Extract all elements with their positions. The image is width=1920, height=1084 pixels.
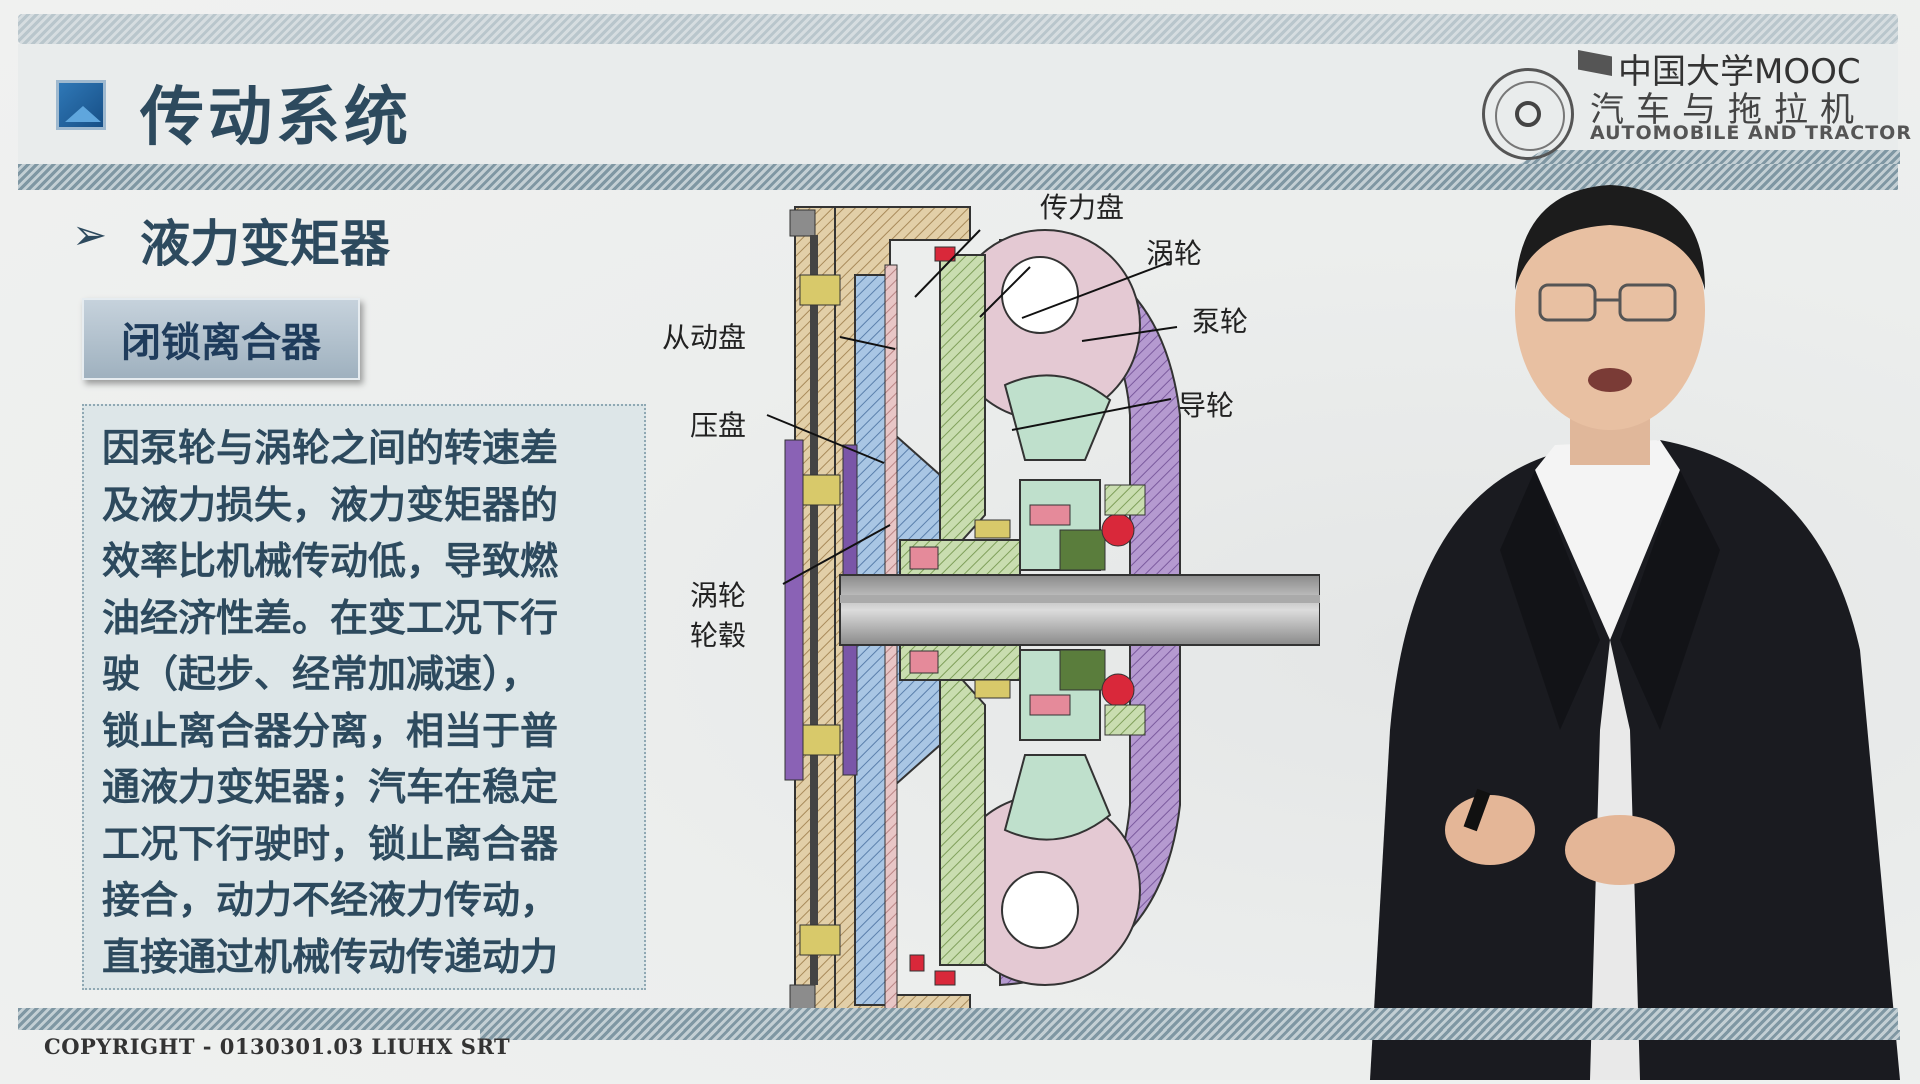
top-decor-band [18,14,1898,44]
presenter-video [1300,170,1920,1080]
label-congdongpan: 从动盘 [662,321,747,354]
body-line: 因泵轮与涡轮之间的转速差 [102,426,559,470]
torque-converter-diagram [640,185,1321,1035]
section-subtitle: 液力变矩器 [140,215,390,273]
label-wolun: 涡轮 [1146,237,1203,270]
title-square-icon [56,80,106,130]
explanation-box: 因泵轮与涡轮之间的转速差 及液力损失，液力变矩器的 效率比机械传动低，导致燃 油… [82,404,646,990]
body-line: 油经济性差。在变工况下行 [102,595,559,640]
label-yapan: 压盘 [690,409,747,442]
body-line: 通液力变矩器；汽车在稳定 [102,765,559,809]
page-title: 传动系统 [140,81,412,155]
copyright-text: COPYRIGHT - 0130301.03 LIUHX SRT [44,1034,511,1059]
body-line: 锁止离合器分离，相当于普 [102,708,559,753]
torque-converter-drawing [766,206,1321,1018]
mooc-brand-text: 中国大学MOOC [1618,52,1861,92]
body-line: 直接通过机械传动传递动力 [102,934,559,979]
body-line: 接合，动力不经液力传动， [102,878,559,922]
footer-decor-band [18,1008,1898,1030]
course-en-name: AUTOMOBILE AND TRACTOR [1590,122,1912,144]
label-wolun-hub-1: 涡轮 [690,579,747,612]
university-seal-logo [1482,68,1574,160]
label-wolun-hub-2: 轮毂 [690,619,747,652]
header-decor-wedge [1520,150,1900,164]
label-benglun: 泵轮 [1192,305,1249,338]
header-decor-band [18,164,1898,190]
label-daolun: 导轮 [1178,389,1235,422]
body-line: 效率比机械传动低，导致燃 [102,539,559,583]
presenter-figure [1370,185,1900,1080]
body-line: 驶（起步、经常加减速）， [102,652,540,696]
body-line: 及液力损失，液力变矩器的 [102,482,559,527]
bullet-arrow-icon: ➢ [72,210,108,259]
course-cn-name: 汽车与拖拉机 [1590,90,1866,130]
body-line: 工况下行驶时，锁止离合器 [102,821,559,866]
label-chuanlipan: 传力盘 [1040,191,1125,224]
footer-decor-wedge [480,1030,1900,1040]
topic-tag: 闭锁离合器 [82,298,360,380]
